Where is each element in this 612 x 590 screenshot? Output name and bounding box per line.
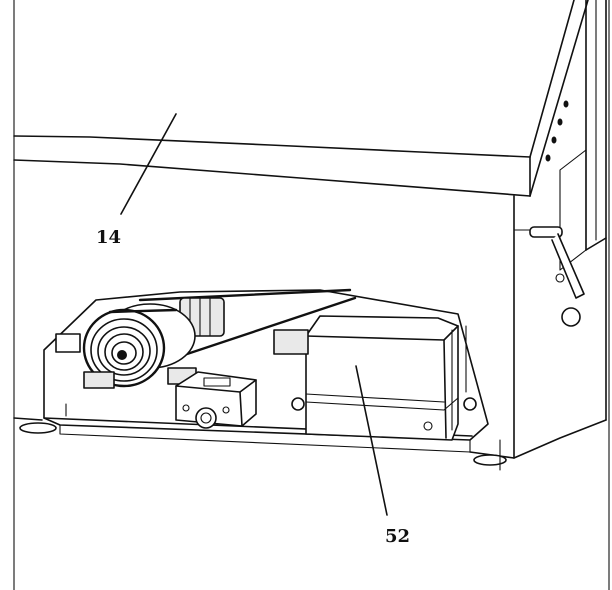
leader-line-14 bbox=[120, 113, 177, 215]
callout-label-52: 52 bbox=[385, 526, 410, 547]
callout-label-14: 14 bbox=[96, 227, 121, 248]
figure-frame bbox=[13, 0, 610, 590]
junction-box bbox=[175, 371, 257, 429]
controller-box bbox=[273, 315, 477, 441]
leader-line-52 bbox=[355, 365, 388, 516]
side-door bbox=[513, 0, 607, 459]
door-lever bbox=[529, 226, 585, 327]
leader-lines bbox=[120, 113, 388, 516]
pulley bbox=[82, 308, 178, 388]
cabinet-lid bbox=[13, 0, 589, 197]
